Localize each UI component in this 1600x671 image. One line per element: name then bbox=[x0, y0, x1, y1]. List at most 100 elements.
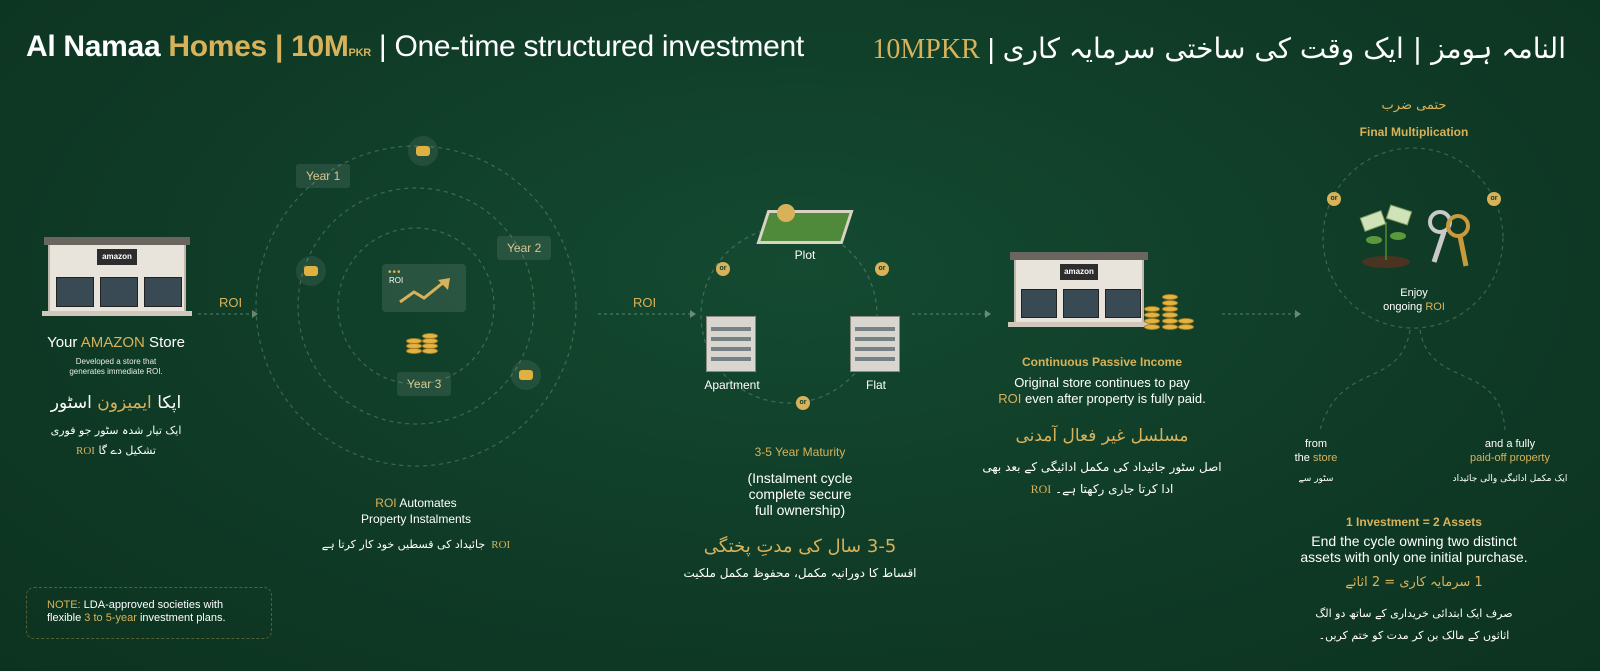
roi-growth-chart-icon: ••• ROI bbox=[382, 264, 466, 312]
brand-name-gold: Homes | 10M bbox=[168, 30, 349, 63]
enjoy-line-2: ongoing bbox=[1383, 301, 1426, 313]
keys-icon bbox=[1428, 210, 1470, 267]
cycle-caption-line-2: Property Instalments bbox=[360, 512, 472, 526]
trend-up-icon bbox=[399, 278, 450, 304]
from-store-highlight: store bbox=[1312, 452, 1338, 464]
coin-stack-icon bbox=[511, 360, 541, 390]
from-store-text: from the store bbox=[1274, 437, 1358, 465]
note-box: NOTE: LDA-approved societies with flexib… bbox=[26, 587, 272, 639]
apartment-label: Apartment bbox=[704, 378, 760, 392]
store-urdu-line-1: ایک تیار شدہ سٹور جو فوری bbox=[50, 424, 182, 437]
maturity-title: 3-5 Year Maturity bbox=[754, 445, 846, 459]
plot-label: Plot bbox=[794, 248, 816, 262]
passive-income-description: Original store continues to pay ROI even… bbox=[962, 375, 1242, 407]
passive-urdu-title: مسلسل غیر فعال آمدنی bbox=[1015, 426, 1189, 446]
note-label: NOTE: bbox=[47, 599, 81, 611]
brand-name-white: Al Namaa bbox=[26, 30, 169, 63]
paid-line-2: paid-off property bbox=[1470, 452, 1550, 464]
apartment-illustration bbox=[706, 316, 756, 372]
enjoy-roi-text: Enjoy ongoing ROI bbox=[1354, 286, 1474, 314]
passive-line-1: Original store continues to pay bbox=[1014, 375, 1190, 390]
coin-stack-icon bbox=[408, 136, 438, 166]
from-store-urdu: سٹور سے bbox=[1298, 474, 1334, 484]
paid-property-text: and a fully paid-off property bbox=[1444, 437, 1576, 465]
passive-urdu-roi: ROI bbox=[1030, 482, 1052, 496]
store-urdu-title: اپکا ایمیزون اسٹور bbox=[26, 393, 206, 413]
equation-urdu-line-2: اثاثوں کے مالک بن کر مدت کو ختم کریں۔ bbox=[1318, 629, 1510, 642]
equation-urdu-title: 1 سرمایہ کاری = 2 اثاثے bbox=[1345, 575, 1483, 590]
maturity-urdu-title: 3-5 سال کی مدتِ پختگی bbox=[703, 536, 897, 557]
brand-tagline: | One-time structured investment bbox=[370, 30, 804, 63]
maturity-urdu-line: اقساط کا دورانیہ مکمل، محفوظ مکمل ملکیت bbox=[683, 566, 917, 580]
store-urdu-title-gold: ایمیزون bbox=[97, 393, 152, 413]
store-desc-line-2: generates immediate ROI. bbox=[69, 367, 163, 376]
enjoy-line-1: Enjoy bbox=[1400, 287, 1428, 299]
cycle-caption-roi: ROI bbox=[375, 496, 397, 510]
year-2-label: Year 2 bbox=[497, 236, 552, 260]
coin-stack-icon bbox=[296, 256, 326, 286]
or-badge: or bbox=[875, 262, 889, 276]
store-desc-line-1: Developed a store that bbox=[75, 357, 157, 366]
money-plant-icon bbox=[1359, 204, 1413, 268]
cycle-urdu-roi: ROI bbox=[491, 539, 511, 551]
maturity-line-2: complete secure bbox=[748, 486, 852, 502]
store-urdu-title-b: اسٹور bbox=[50, 393, 92, 413]
note-line-2-b: investment plans. bbox=[136, 612, 226, 624]
store-urdu-title-a: اپکا bbox=[157, 393, 182, 413]
roi-arrow-label-1: ROI bbox=[219, 295, 243, 310]
passive-line-2-roi: ROI bbox=[998, 391, 1022, 406]
cycle-urdu-text: جائیداد کی قسطیں خود کار کرتا ہے bbox=[321, 538, 486, 551]
store-urdu-roi: ROI bbox=[76, 445, 95, 457]
store-urdu-line-2: تشکیل دے گا bbox=[98, 444, 156, 457]
equation-description: End the cycle owning two distinct assets… bbox=[1264, 533, 1564, 565]
store-title: Your AMAZON Store bbox=[26, 334, 206, 351]
equation-urdu-description: صرف ایک ابتدائی خریداری کے ساتھ دو الگ ا… bbox=[1284, 603, 1544, 647]
passive-urdu-line-1: اصل سٹور جائیداد کی مکمل ادائیگی کے بعد … bbox=[982, 460, 1222, 474]
note-line-2-a: flexible bbox=[47, 612, 85, 624]
note-line-1: LDA-approved societies with bbox=[80, 599, 224, 611]
urdu-title-amount: 10MPKR bbox=[872, 34, 980, 65]
store-title-highlight: AMAZON bbox=[80, 334, 145, 351]
store-description: Developed a store that generates immedia… bbox=[26, 357, 206, 377]
passive-income-title: Continuous Passive Income bbox=[1021, 355, 1183, 369]
final-urdu-title: حتمی ضرب bbox=[1381, 98, 1447, 113]
store-sign: amazon bbox=[1060, 264, 1098, 280]
year-1-label: Year 1 bbox=[296, 164, 351, 188]
gold-coins-icon bbox=[1140, 288, 1196, 332]
maturity-line-1: (Instalment cycle bbox=[747, 470, 853, 486]
maturity-description: (Instalment cycle complete secure full o… bbox=[700, 470, 900, 518]
equation-line-1: End the cycle owning two distinct bbox=[1311, 533, 1517, 549]
page-title: Al Namaa Homes | 10MPKR | One-time struc… bbox=[26, 30, 804, 64]
store-sign: amazon bbox=[96, 249, 138, 265]
urdu-title-text: النامہ ہومز | ایک وقت کی ساختی سرمایہ کا… bbox=[1002, 32, 1566, 65]
final-title: Final Multiplication bbox=[1359, 125, 1469, 139]
equation-urdu-line-1: صرف ایک ابتدائی خریداری کے ساتھ دو الگ bbox=[1315, 607, 1513, 620]
roi-arrow-label-2: ROI bbox=[633, 295, 657, 310]
enjoy-roi: ROI bbox=[1425, 301, 1445, 313]
year-3-label: Year 3 bbox=[397, 372, 452, 396]
from-line-2: the bbox=[1294, 452, 1313, 464]
from-line-1: from bbox=[1305, 438, 1327, 450]
or-badge: or bbox=[796, 396, 810, 410]
roi-chart-tag: ROI bbox=[389, 276, 404, 285]
gold-coins-icon bbox=[402, 330, 446, 356]
maturity-line-3: full ownership) bbox=[754, 502, 846, 518]
brand-currency: PKR bbox=[348, 47, 372, 59]
equation-title: 1 Investment = 2 Assets bbox=[1346, 515, 1482, 529]
passive-line-2-rest: even after property is fully paid. bbox=[1021, 391, 1206, 406]
amazon-store-illustration: amazon bbox=[1008, 252, 1150, 327]
equation-line-2: assets with only one initial purchase. bbox=[1300, 549, 1528, 565]
urdu-title-separator: | bbox=[979, 33, 1003, 64]
paid-line-1: and a fully bbox=[1484, 438, 1536, 450]
flat-label: Flat bbox=[865, 378, 886, 392]
or-badge: or bbox=[1327, 192, 1341, 206]
store-urdu-desc: ایک تیار شدہ سٹور جو فوری تشکیل دے گا RO… bbox=[26, 421, 206, 461]
flat-illustration bbox=[850, 316, 900, 372]
note-line-2-gold: 3 to 5-year bbox=[84, 612, 137, 624]
plot-illustration bbox=[756, 210, 854, 244]
urdu-page-title: 10MPKR | النامہ ہومز | ایک وقت کی ساختی … bbox=[872, 32, 1566, 66]
or-badge: or bbox=[716, 262, 730, 276]
cycle-caption-line-1: Automates bbox=[396, 496, 457, 510]
paid-property-urdu: ایک مکمل ادائیگی والی جائیداد bbox=[1452, 474, 1568, 484]
passive-urdu-description: اصل سٹور جائیداد کی مکمل ادائیگی کے بعد … bbox=[952, 456, 1252, 500]
